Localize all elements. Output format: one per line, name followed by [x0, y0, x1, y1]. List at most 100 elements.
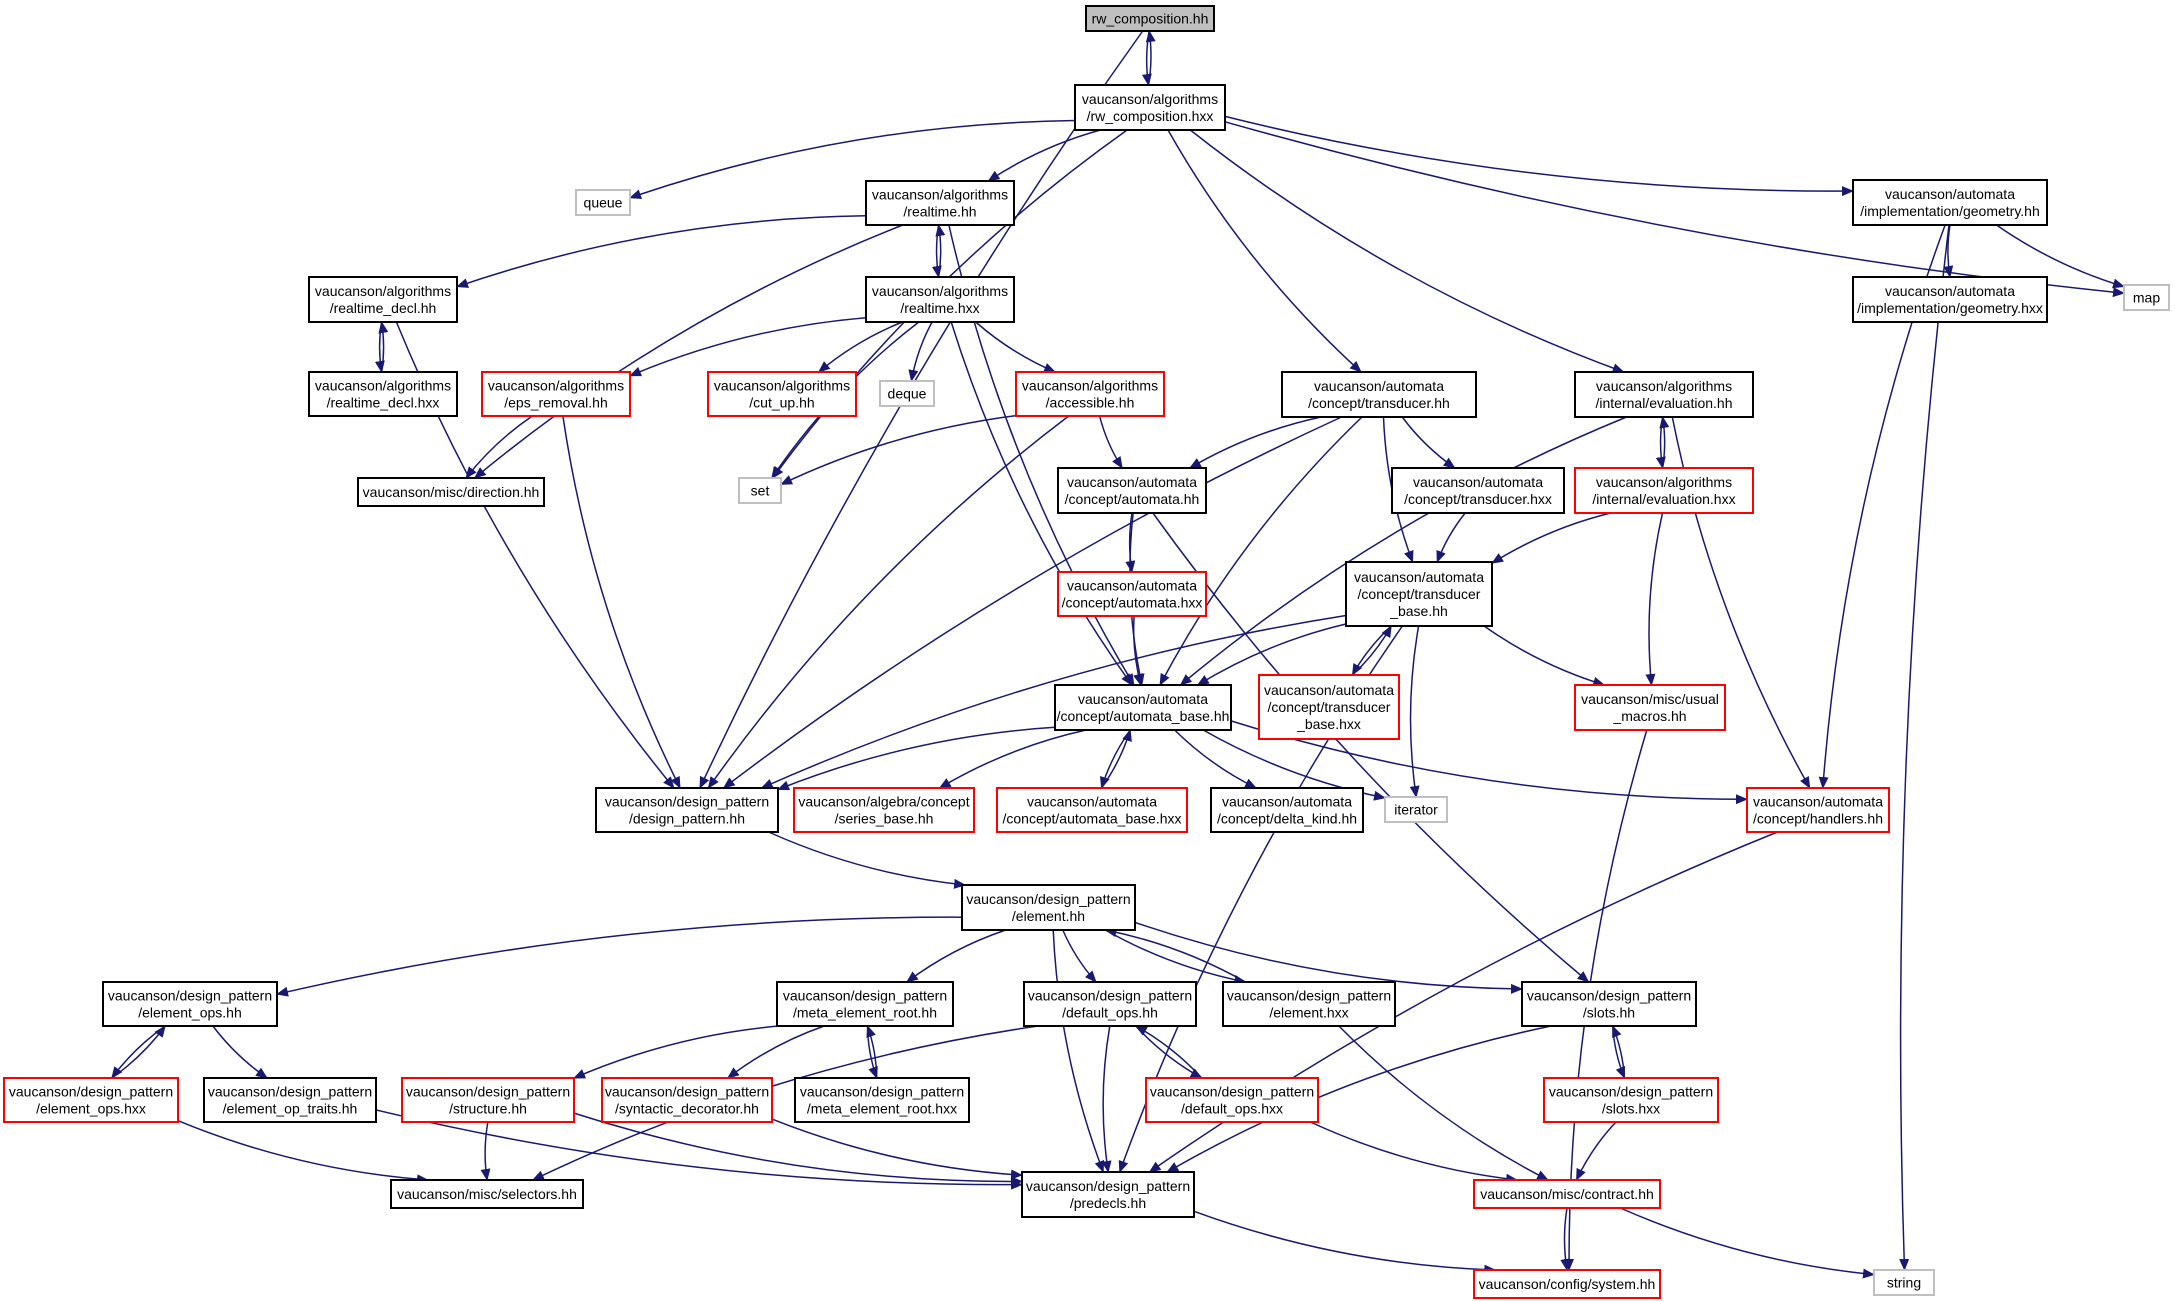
node-transducer-base-hh[interactable]: vaucanson/automata/concept/transducer_ba…: [1345, 561, 1493, 627]
node-evaluation-hh[interactable]: vaucanson/algorithms/internal/evaluation…: [1574, 371, 1754, 418]
edge-automata-base-hh-to-delta-kind: [1174, 729, 1257, 789]
node-automata-base-hh[interactable]: vaucanson/automata/concept/automata_base…: [1054, 684, 1232, 731]
node-label: /concept/automata.hxx: [1062, 595, 1203, 611]
node-element-hxx[interactable]: vaucanson/design_pattern/element.hxx: [1222, 981, 1396, 1027]
edge-element-ops-hh-to-element-ops-hxx: [111, 1025, 166, 1079]
node-label: /concept/handlers.hh: [1753, 811, 1883, 827]
node-box: [1473, 1179, 1661, 1209]
node-series-base[interactable]: vaucanson/algebra/concept/series_base.hh: [793, 787, 975, 833]
node-default-ops-hh[interactable]: vaucanson/design_pattern/default_ops.hh: [1023, 981, 1197, 1027]
node-automata-base-hxx[interactable]: vaucanson/automata/concept/automata_base…: [996, 787, 1188, 833]
node-rwc-hxx[interactable]: vaucanson/algorithms/rw_composition.hxx: [1074, 84, 1226, 131]
node-box: [1057, 467, 1207, 514]
node-selectors[interactable]: vaucanson/misc/selectors.hh: [390, 1179, 584, 1209]
edge-realtime-hxx-to-accessible: [975, 321, 1057, 373]
node-usual-macros[interactable]: vaucanson/misc/usual_macros.hh: [1574, 684, 1726, 731]
edge-meta-element-root-hh-to-syntactic-decorator: [727, 1025, 825, 1079]
node-syntactic-decorator[interactable]: vaucanson/design_pattern/syntactic_decor…: [601, 1077, 773, 1123]
node-label: vaucanson/algorithms: [1596, 378, 1732, 394]
edge-element-hh-to-element-ops-hh: [276, 916, 963, 997]
node-element-op-traits[interactable]: vaucanson/design_pattern/element_op_trai…: [203, 1077, 377, 1123]
node-set[interactable]: set: [738, 477, 782, 504]
node-label: /slots.hxx: [1602, 1101, 1660, 1117]
edge-realtime-hh-to-realtime-hxx: [931, 224, 942, 278]
node-label: vaucanson/automata: [1413, 474, 1543, 490]
node-realtime-decl-hh[interactable]: vaucanson/algorithms/realtime_decl.hh: [308, 276, 458, 323]
edges-layer: [111, 30, 2125, 1279]
node-slots-hxx[interactable]: vaucanson/design_pattern/slots.hxx: [1543, 1077, 1719, 1123]
node-label: /default_ops.hxx: [1181, 1101, 1283, 1117]
node-transducer-base-hxx[interactable]: vaucanson/automata/concept/transducer_ba…: [1258, 674, 1400, 740]
node-label: vaucanson/algorithms: [488, 378, 624, 394]
node-box: [1145, 1077, 1319, 1123]
node-element-ops-hxx[interactable]: vaucanson/design_pattern/element_ops.hxx: [3, 1077, 179, 1123]
edge-transducer-base-hh-to-usual-macros: [1483, 625, 1606, 687]
node-element-hh[interactable]: vaucanson/design_pattern/element.hh: [961, 884, 1136, 931]
node-label: vaucanson/algorithms: [872, 187, 1008, 203]
node-design-pattern-hh[interactable]: vaucanson/design_pattern/design_pattern.…: [595, 787, 779, 833]
node-label: /implementation/geometry.hxx: [1857, 300, 2043, 316]
node-accessible[interactable]: vaucanson/algorithms/accessible.hh: [1015, 371, 1165, 417]
node-string[interactable]: string: [1873, 1269, 1935, 1296]
node-slots-hh[interactable]: vaucanson/design_pattern/slots.hh: [1521, 981, 1697, 1027]
node-box: [601, 1077, 773, 1123]
node-structure[interactable]: vaucanson/design_pattern/structure.hh: [401, 1077, 575, 1123]
node-geometry-hxx[interactable]: vaucanson/automata/implementation/geomet…: [1852, 276, 2048, 323]
node-geometry-hh[interactable]: vaucanson/automata/implementation/geomet…: [1852, 179, 2048, 226]
node-label: vaucanson/automata: [1067, 578, 1197, 594]
edge-accessible-to-design-pattern-hh: [707, 415, 1070, 789]
node-transducer-hh[interactable]: vaucanson/automata/concept/transducer.hh: [1281, 371, 1477, 418]
node-element-ops-hh[interactable]: vaucanson/design_pattern/element_ops.hh: [102, 981, 278, 1027]
node-label: queue: [584, 195, 623, 211]
node-automata-hxx[interactable]: vaucanson/automata/concept/automata.hxx: [1057, 571, 1207, 617]
node-contract[interactable]: vaucanson/misc/contract.hh: [1473, 1179, 1661, 1209]
node-label: vaucanson/automata: [1354, 569, 1484, 585]
node-default-ops-hxx[interactable]: vaucanson/design_pattern/default_ops.hxx: [1145, 1077, 1319, 1123]
node-box: [575, 189, 631, 216]
node-rwc-hh[interactable]: rw_composition.hh: [1085, 5, 1215, 32]
node-meta-element-root-hxx[interactable]: vaucanson/design_pattern/meta_element_ro…: [794, 1077, 970, 1123]
edge-accessible-to-automata-hh: [1098, 415, 1123, 469]
node-label: /concept/automata.hh: [1065, 491, 1200, 507]
node-handlers[interactable]: vaucanson/automata/concept/handlers.hh: [1746, 787, 1890, 833]
node-box: [1345, 561, 1493, 627]
node-box: [1473, 1269, 1661, 1299]
node-box: [776, 981, 954, 1027]
node-cut-up[interactable]: vaucanson/algorithms/cut_up.hh: [707, 371, 857, 417]
node-predecls[interactable]: vaucanson/design_pattern/predecls.hh: [1021, 1171, 1195, 1218]
node-realtime-hxx[interactable]: vaucanson/algorithms/realtime.hxx: [865, 276, 1015, 323]
edge-transducer-base-hh-to-design-pattern-hh: [760, 614, 1347, 789]
node-queue[interactable]: queue: [575, 189, 631, 216]
edge-element-hh-to-meta-element-root-hh: [905, 929, 1006, 983]
node-eps-removal[interactable]: vaucanson/algorithms/eps_removal.hh: [481, 371, 631, 417]
edge-slots-hh-to-predecls: [1166, 1025, 1552, 1173]
node-label: vaucanson/automata: [1067, 474, 1197, 490]
nodes-layer: rw_composition.hh vaucanson/algorithms/rw…: [3, 5, 2170, 1299]
node-label: /structure.hh: [449, 1101, 527, 1117]
edge-automata-hh-to-automata-hxx: [1125, 512, 1136, 573]
node-automata-hh[interactable]: vaucanson/automata/concept/automata.hh: [1057, 467, 1207, 514]
node-evaluation-hxx[interactable]: vaucanson/algorithms/internal/evaluation…: [1574, 467, 1754, 514]
node-direction[interactable]: vaucanson/misc/direction.hh: [357, 477, 545, 507]
node-delta-kind[interactable]: vaucanson/automata/concept/delta_kind.hh: [1210, 787, 1364, 833]
edge-contract-to-string: [1619, 1207, 1875, 1279]
node-system[interactable]: vaucanson/config/system.hh: [1473, 1269, 1661, 1299]
edge-transducer-base-hxx-to-transducer-base-hh: [1351, 625, 1392, 676]
node-label: _macros.hh: [1612, 708, 1686, 724]
node-map[interactable]: map: [2123, 284, 2170, 311]
node-transducer-hxx[interactable]: vaucanson/automata/concept/transducer.hx…: [1391, 467, 1565, 514]
node-deque[interactable]: deque: [879, 380, 935, 407]
node-realtime-hh[interactable]: vaucanson/algorithms/realtime.hh: [865, 180, 1015, 226]
node-box: [1281, 371, 1477, 418]
node-meta-element-root-hh[interactable]: vaucanson/design_pattern/meta_element_ro…: [776, 981, 954, 1027]
node-realtime-decl-hxx[interactable]: vaucanson/algorithms/realtime_decl.hxx: [308, 371, 458, 417]
edge-geometry-hh-to-string: [1899, 224, 1950, 1271]
edge-evaluation-hxx-to-evaluation-hh: [1659, 416, 1670, 469]
node-label: vaucanson/automata: [1027, 794, 1157, 810]
node-label: vaucanson/design_pattern: [605, 794, 769, 810]
node-box: [793, 787, 975, 833]
node-iterator[interactable]: iterator: [1384, 796, 1448, 823]
edge-automata-base-hh-to-automata-base-hxx: [1100, 729, 1131, 789]
node-label: vaucanson/automata: [1264, 682, 1394, 698]
node-label: /concept/transducer: [1358, 586, 1481, 602]
